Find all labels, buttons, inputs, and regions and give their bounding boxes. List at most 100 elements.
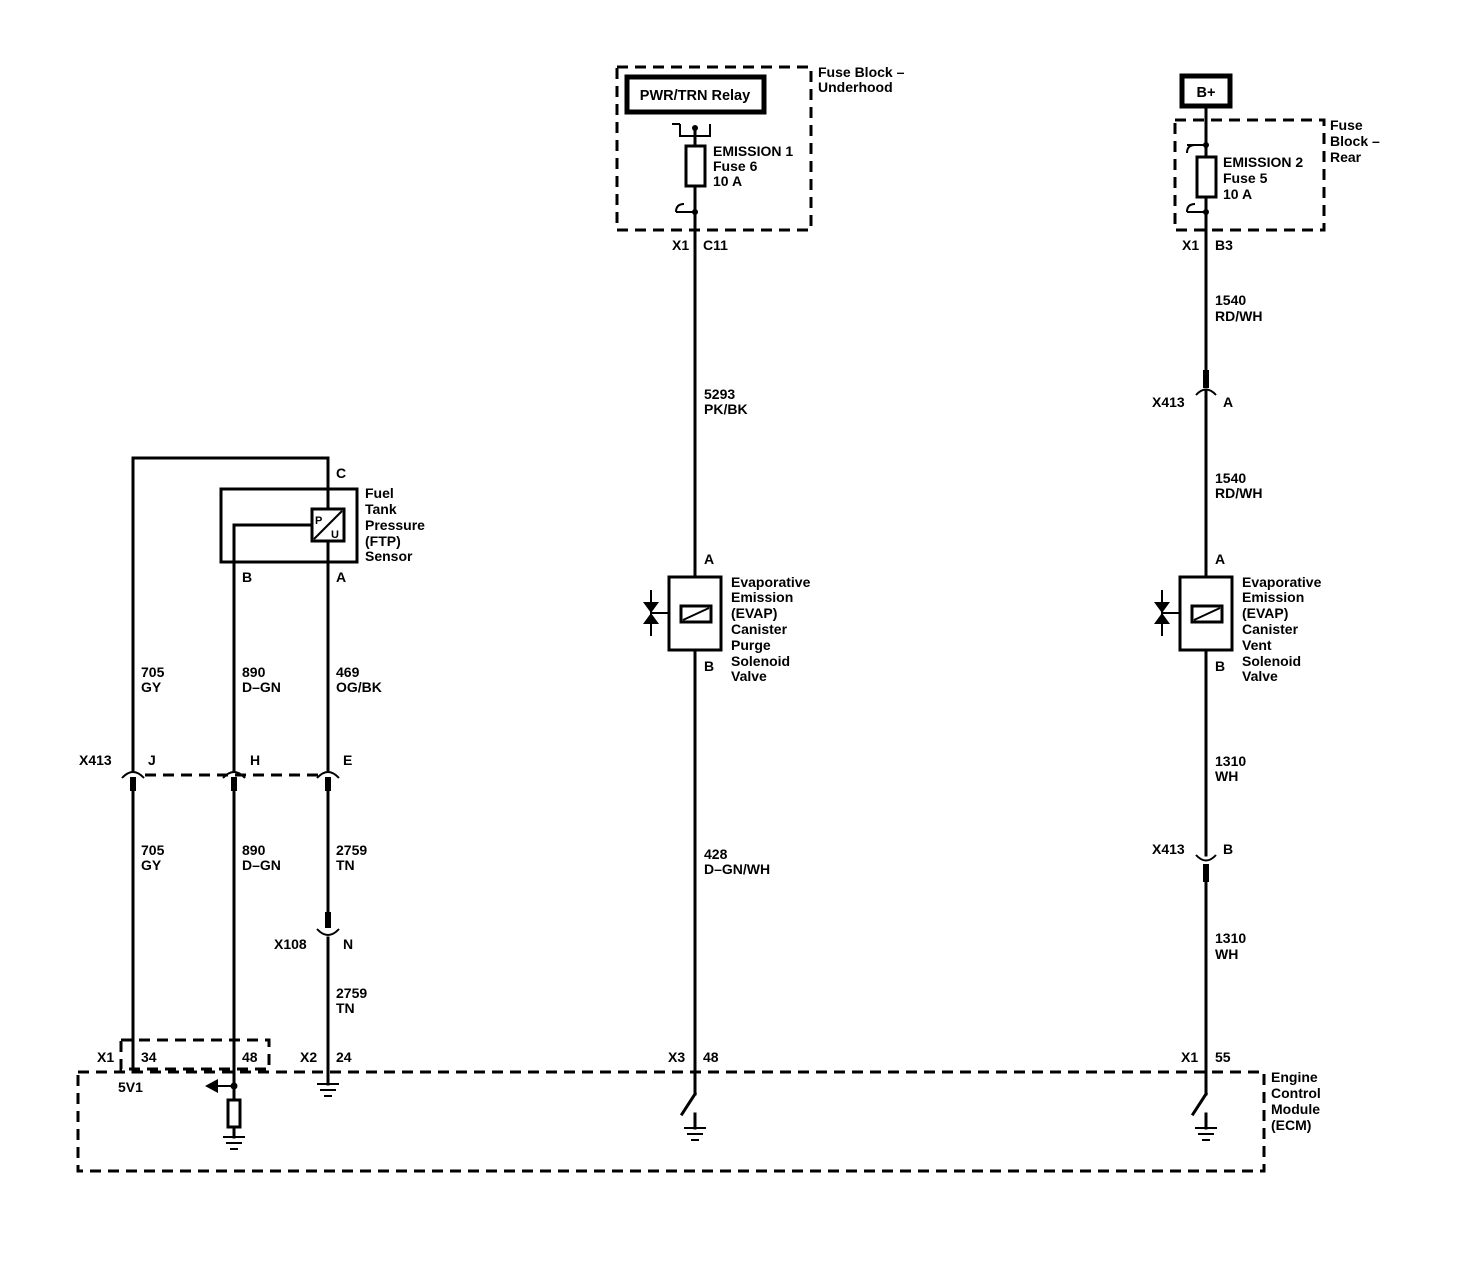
ecm-name-3: Module [1271, 1101, 1320, 1117]
fuse-block-underhood-label-1: Fuse Block – [818, 64, 905, 80]
purge-solenoid-name-4: Canister [731, 621, 788, 637]
vent-solenoid-circuit: B+ Fuse Block – Rear EMISSION 2 Fuse 5 1… [1152, 73, 1380, 1141]
x108-connector: X108 [274, 936, 307, 952]
ecm-5v1-label: 5V1 [118, 1079, 143, 1095]
ecm-name-1: Engine [1271, 1069, 1318, 1085]
ecm-pin-48-purge: 48 [703, 1049, 719, 1065]
ecm-connector-x1: X1 [97, 1049, 114, 1065]
wire-2759-circuit-1: 2759 [336, 842, 367, 858]
wire-428-circuit: 428 [704, 846, 728, 862]
ftp-pin-a: A [336, 569, 346, 585]
relay-bus-bracket [672, 123, 711, 137]
ecm-connector-x1-vent: X1 [1181, 1049, 1198, 1065]
fuse-block-connector-x1: X1 [672, 237, 689, 253]
wire-890-color-1: D–GN [242, 679, 281, 695]
vent-driver-switch [1190, 1091, 1209, 1117]
fuse-6-symbol [684, 144, 707, 188]
fuse-5-lower-terminal [1186, 203, 1206, 213]
ecm-connector-x2: X2 [300, 1049, 317, 1065]
wire-1540-color-2: RD/WH [1215, 485, 1262, 501]
pwr-trn-relay-box [624, 74, 767, 115]
fuse-5-upper-terminal [1186, 144, 1206, 154]
ftp-low-ref-ground-icon [317, 1083, 339, 1097]
signal-input-arrow-icon [205, 1079, 218, 1093]
purge-solenoid-name-5: Purge [731, 637, 771, 653]
wire-1540-color-1: RD/WH [1215, 308, 1262, 324]
fuse-block-underhood-label-2: Underhood [818, 79, 893, 95]
fuse-6-number: Fuse 6 [713, 158, 758, 174]
wire-1310-circuit-1: 1310 [1215, 753, 1246, 769]
wire-890-circuit-1: 890 [242, 664, 266, 680]
x108-n-connector-icon [316, 912, 340, 936]
fuse-5-name: EMISSION 2 [1223, 154, 1303, 170]
fuse-block-pin-c11: C11 [703, 237, 728, 253]
wire-705-loop [131, 456, 330, 772]
purge-solenoid-name-1: Evaporative [731, 574, 811, 590]
fuse-6-name: EMISSION 1 [713, 143, 793, 159]
ftp-name-1: Fuel [365, 485, 394, 501]
x413-b-pin: B [1223, 841, 1233, 857]
vent-solenoid-name-3: (EVAP) [1242, 605, 1288, 621]
x413-j-connector-icon [121, 771, 145, 791]
fuse-block-rear-outline [1173, 118, 1326, 232]
pwr-trn-relay-label: PWR/TRN Relay [640, 88, 750, 104]
fuse-block-rear-label-2: Block – [1330, 133, 1380, 149]
wire-705-color-2: GY [141, 857, 162, 873]
wire-428-color: D–GN/WH [704, 861, 770, 877]
x108-pin-n: N [343, 936, 353, 952]
ftp-name-5: Sensor [365, 548, 413, 564]
ftp-name-4: (FTP) [365, 533, 401, 549]
ecm-connector-x1-dashed [119, 1038, 271, 1071]
wire-1540-circuit-1: 1540 [1215, 292, 1246, 308]
vent-solenoid-name-6: Solenoid [1242, 653, 1301, 669]
fuse-block-rear-label-1: Fuse [1330, 117, 1363, 133]
ftp-name-2: Tank [365, 501, 397, 517]
vent-solenoid-name-7: Valve [1242, 668, 1278, 684]
wire-1310-circuit-2: 1310 [1215, 930, 1246, 946]
ftp-symbol-u: U [331, 529, 339, 541]
ecm-name-4: (ECM) [1271, 1117, 1311, 1133]
purge-solenoid-pin-b: B [704, 658, 714, 674]
wire-705-color-1: GY [141, 679, 162, 695]
ftp-signal-ground-icon [223, 1136, 245, 1150]
wire-890-color-2: D–GN [242, 857, 281, 873]
vent-solenoid-pin-a: A [1215, 551, 1225, 567]
x413-jhe-connector: X413 [79, 752, 112, 768]
wire-705-circuit-1: 705 [141, 664, 165, 680]
ecm-connector-x3: X3 [668, 1049, 685, 1065]
purge-solenoid-name-6: Solenoid [731, 653, 790, 669]
fuse-5-symbol [1195, 155, 1218, 199]
wire-2759-circuit-2: 2759 [336, 985, 367, 1001]
ftp-pin-b: B [242, 569, 252, 585]
wire-2759-color-2: TN [336, 1000, 355, 1016]
x413-b-connector: X413 [1152, 841, 1185, 857]
pull-down-resistor [226, 1098, 242, 1129]
wire-5293-circuit: 5293 [704, 386, 735, 402]
vent-solenoid-name-5: Vent [1242, 637, 1272, 653]
fuse-block-rear-label-3: Rear [1330, 149, 1362, 165]
vent-solenoid-name-1: Evaporative [1242, 574, 1322, 590]
ftp-name-3: Pressure [365, 517, 425, 533]
wire-1540-circuit-2: 1540 [1215, 470, 1246, 486]
x413-h-connector-icon [222, 771, 246, 791]
vent-solenoid-name-4: Canister [1242, 621, 1299, 637]
purge-solenoid-name-7: Valve [731, 668, 767, 684]
ecm-module: Engine Control Module (ECM) [76, 1069, 1321, 1173]
wire-890-circuit-2: 890 [242, 842, 266, 858]
wire-705-circuit-2: 705 [141, 842, 165, 858]
ecm-name-2: Control [1271, 1085, 1321, 1101]
wire-469-circuit: 469 [336, 664, 360, 680]
purge-driver-switch [679, 1091, 698, 1117]
x413-pin-j: J [148, 752, 156, 768]
ftp-symbol-p: P [315, 515, 322, 527]
x413-pin-e: E [343, 752, 352, 768]
wire-5293-color: PK/BK [704, 401, 748, 417]
purge-solenoid-pin-a: A [704, 551, 714, 567]
fuse-6-terminal [675, 203, 695, 213]
ftp-sensor-circuit: C P U Fuel Tank Pressure (FTP) Sensor B … [79, 456, 425, 1150]
purge-solenoid-name-3: (EVAP) [731, 605, 777, 621]
ftp-pin-c: C [336, 465, 346, 481]
ecm-pin-34: 34 [141, 1049, 157, 1065]
x413-pin-h: H [250, 752, 260, 768]
ecm-pin-55: 55 [1215, 1049, 1231, 1065]
